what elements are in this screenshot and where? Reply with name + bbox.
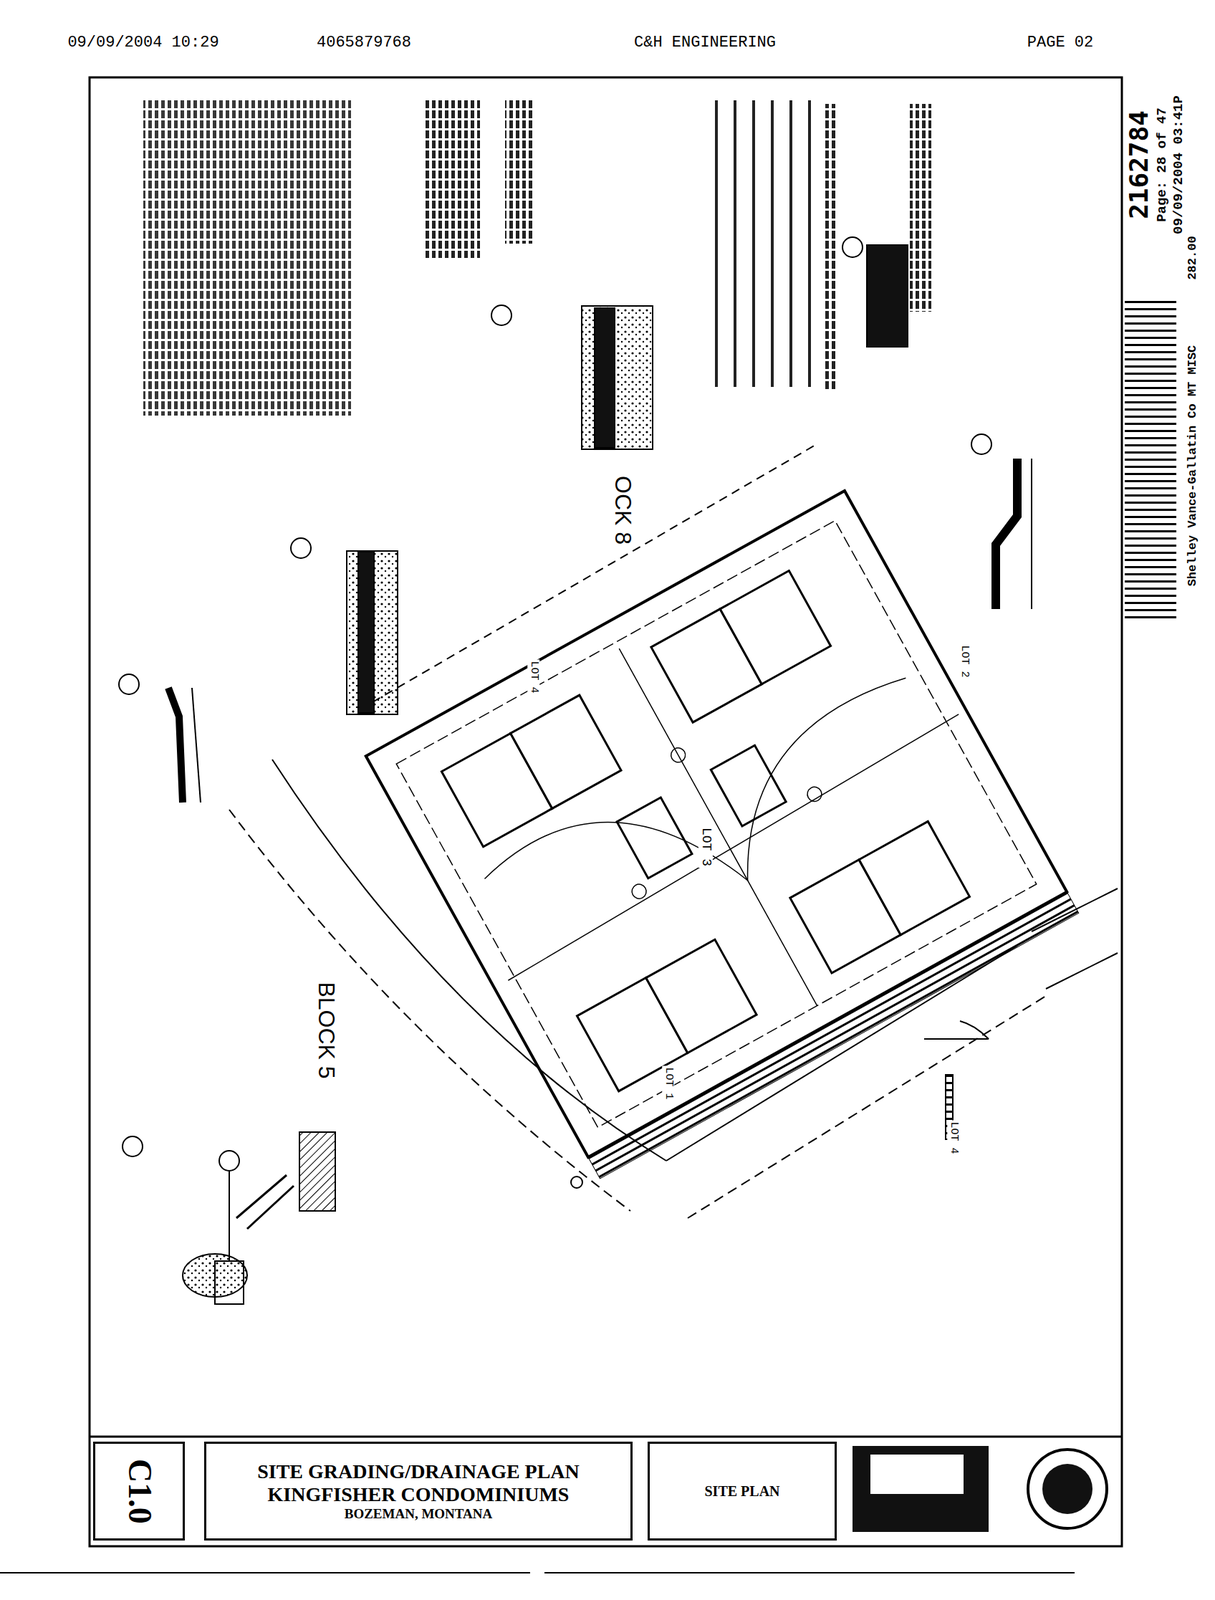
header-text: 2162784: [1124, 108, 1154, 221]
map-label: LOT 3: [698, 825, 713, 868]
map-label: BLOCK 5: [313, 980, 339, 1080]
header-text: C&H ENGINEERING: [632, 34, 778, 52]
title-text: C1.0: [120, 1458, 159, 1524]
title-text: SITE PLAN: [704, 1482, 780, 1500]
sheet-number-box: C1.0: [93, 1441, 185, 1541]
map-label: LOT 2: [958, 643, 971, 679]
header-text: Shelley Vance-Gallatin Co MT MISC: [1186, 343, 1200, 589]
title-text: BOZEMAN, MONTANA: [344, 1505, 493, 1522]
header-text: 09/09/2004 10:29: [65, 34, 220, 52]
header-text: Page: 28 of 47: [1154, 106, 1170, 224]
header-text: 282.00: [1186, 234, 1200, 281]
title-block: SITE GRADING/DRAINAGE PLANKINGFISHER CON…: [204, 1441, 633, 1541]
header-text: 4065879768: [315, 34, 413, 52]
header-text: 09/09/2004 03:41P: [1171, 93, 1187, 236]
header-text: PAGE 02: [1025, 34, 1095, 52]
map-label: OCK 8: [609, 474, 635, 546]
title-text: SITE GRADING/DRAINAGE PLAN: [257, 1460, 580, 1483]
map-label: LOT 4: [527, 659, 541, 695]
title-text: KINGFISHER CONDOMINIUMS: [267, 1482, 570, 1506]
map-label: LOT 4: [947, 1119, 960, 1155]
map-label: LOT 1: [662, 1065, 675, 1101]
sheet-title-box: SITE PLAN: [647, 1441, 837, 1541]
